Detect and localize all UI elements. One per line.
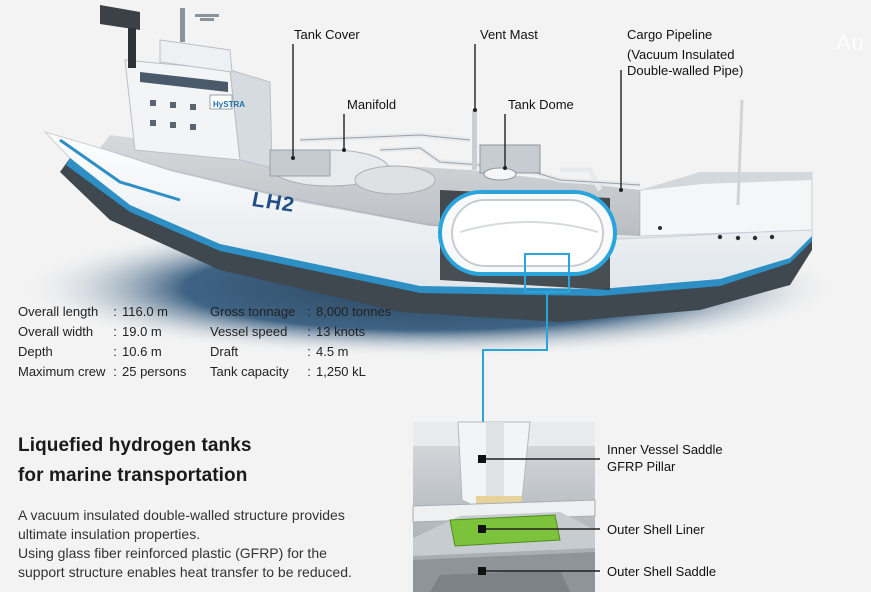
detail-inset [412,421,596,592]
spec-row: Tank capacity:1,250 kL [210,364,366,379]
spec-row: Maximum crew:25 persons [18,364,187,379]
callout-vent-mast: Vent Mast [480,27,538,42]
ship-brand-logo: HySTRA [213,100,246,109]
vent-mast [472,110,477,170]
label-outer-shell-liner: Outer Shell Liner [607,522,705,537]
section-description: A vacuum insulated double-walled structu… [18,507,352,580]
detail-connector [482,292,548,422]
callout-manifold: Manifold [347,97,397,112]
spec-row: Overall width:19.0 m [18,324,162,339]
specs-left: Overall length:116.0 m Overall width:19.… [18,302,186,382]
gfrp-liner [449,514,561,547]
callout-tank-dome: Tank Dome [508,97,574,112]
spec-row: Overall length:116.0 m [18,304,169,319]
callout-leaders [292,44,622,190]
label-inner-vessel-saddle: Inner Vessel Saddle GFRP Pillar [607,442,723,474]
spec-row: Gross tonnage:8,000 tonnes [210,304,392,319]
tank-cover-domes [269,149,436,195]
spec-row: Draft:4.5 m [210,344,349,359]
tank-dome-structure [479,144,541,181]
specs-right: Gross tonnage:8,000 tonnes Vessel speed:… [210,302,391,382]
callout-cargo-pipeline: Cargo Pipeline (Vacuum Insulated Double-… [627,27,744,78]
label-outer-shell-saddle: Outer Shell Saddle [607,564,717,579]
spec-row: Vessel speed:13 knots [210,324,366,339]
watermark: Au [836,30,865,55]
lh2-tank-cutaway [438,190,617,293]
spec-row: Depth:10.6 m [18,344,162,359]
callout-tank-cover: Tank Cover [294,27,360,42]
section-heading: Liquefied hydrogen tanks for marine tran… [18,435,252,486]
